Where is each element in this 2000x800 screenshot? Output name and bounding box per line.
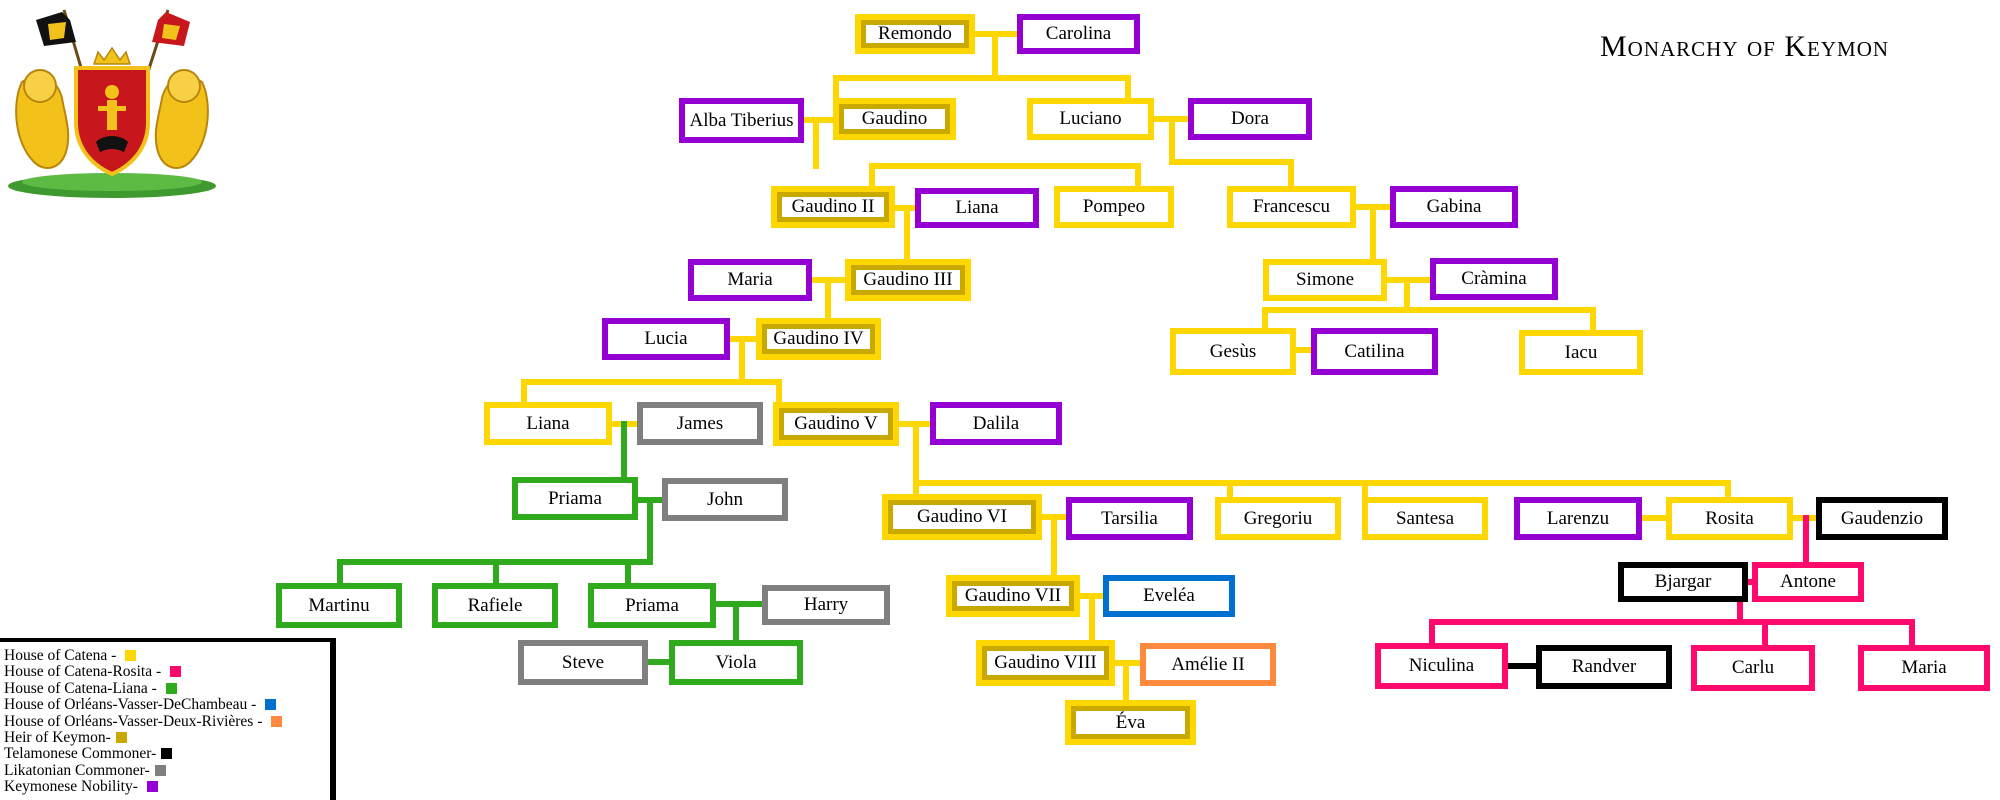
person-harry: Harry xyxy=(762,585,890,625)
person-liana-1: Liana xyxy=(915,188,1039,228)
person-santesa: Santesa xyxy=(1362,497,1488,540)
legend-item: House of Orléans-Vasser-Deux-Rivières - xyxy=(4,712,330,730)
legend-label: House of Orléans-Vasser-DeChambeau - xyxy=(4,696,261,714)
legend-item: House of Orléans-Vasser-DeChambeau - xyxy=(4,697,330,713)
legend-label: Heir of Keymon- xyxy=(4,729,111,747)
person-bjargar: Bjargar xyxy=(1618,562,1748,602)
person-evelea: Eveléa xyxy=(1103,575,1235,617)
legend-swatch xyxy=(154,764,166,776)
person-pompeo: Pompeo xyxy=(1054,186,1174,228)
person-gaudino-7: Gaudino VII xyxy=(946,575,1080,617)
person-lucia: Lucia xyxy=(602,318,730,360)
legend-swatch xyxy=(165,682,177,694)
person-iacu: Iacu xyxy=(1519,330,1643,375)
person-niculina: Niculina xyxy=(1375,643,1508,689)
person-luciano: Luciano xyxy=(1027,98,1154,140)
person-gaudino-8: Gaudino VIII xyxy=(976,640,1115,686)
coat-of-arms-icon xyxy=(8,9,216,198)
legend-label: House of Catena - xyxy=(4,647,121,664)
person-john: John xyxy=(662,478,788,521)
legend-swatch xyxy=(170,666,181,678)
legend: House of Catena - House of Catena-Rosita… xyxy=(0,638,336,800)
legend-item: Heir of Keymon- xyxy=(4,729,330,747)
legend-swatch xyxy=(265,699,277,711)
legend-item: House of Catena-Liana - xyxy=(4,679,330,697)
legend-label: Telamonese Commoner- xyxy=(4,745,157,763)
person-randver: Randver xyxy=(1536,645,1672,689)
person-tarsilia: Tarsilia xyxy=(1066,497,1193,540)
person-larenzu: Larenzu xyxy=(1514,497,1642,540)
person-carolina: Carolina xyxy=(1017,14,1140,54)
person-viola: Viola xyxy=(669,640,803,685)
legend-item: House of Catena - xyxy=(4,647,330,664)
person-maria-1: Maria xyxy=(688,259,812,301)
person-catilina: Catilina xyxy=(1311,328,1438,375)
person-gesus: Gesùs xyxy=(1170,328,1296,375)
person-priama-1: Priama xyxy=(512,477,638,520)
person-francescu: Francescu xyxy=(1227,186,1356,228)
person-dalila: Dalila xyxy=(930,402,1062,445)
legend-swatch xyxy=(115,732,127,744)
legend-label: Keymonese Nobility- xyxy=(4,778,142,796)
person-gregoriu: Gregoriu xyxy=(1215,497,1341,540)
coat-of-arms xyxy=(4,2,220,198)
person-alba: Alba Tiberius xyxy=(679,98,804,143)
person-gaudino-5: Gaudino V xyxy=(773,402,899,446)
person-remondo: Remondo xyxy=(855,14,975,54)
person-gaudino-2: Gaudino II xyxy=(771,186,895,228)
person-steve: Steve xyxy=(518,640,648,685)
legend-label: House of Catena-Rosita - xyxy=(4,663,165,681)
person-priama-2: Priama xyxy=(588,583,716,628)
page-title: Monarchy of Keymon xyxy=(1600,30,1890,63)
person-liana-2: Liana xyxy=(484,402,612,445)
legend-item: Likatonian Commoner- xyxy=(4,761,330,779)
person-dora: Dora xyxy=(1188,98,1312,140)
legend-swatch xyxy=(125,650,137,661)
legend-item: Telamonese Commoner- xyxy=(4,746,330,762)
legend-swatch xyxy=(146,781,158,793)
person-james: James xyxy=(637,402,763,445)
person-eva: Éva xyxy=(1065,700,1196,745)
person-simone: Simone xyxy=(1263,259,1387,301)
legend-swatch xyxy=(161,748,173,760)
person-amelie: Amélie II xyxy=(1140,643,1276,686)
person-gaudenzio: Gaudenzio xyxy=(1816,497,1948,540)
person-gabina: Gabina xyxy=(1390,186,1518,228)
person-rosita: Rosita xyxy=(1666,497,1793,540)
legend-label: House of Orléans-Vasser-Deux-Rivières - xyxy=(4,712,267,730)
legend-label: House of Catena-Liana - xyxy=(4,679,161,697)
person-carlu: Carlu xyxy=(1691,645,1815,691)
person-cramina: Cràmina xyxy=(1430,258,1558,300)
legend-label: Likatonian Commoner- xyxy=(4,761,150,779)
legend-item: House of Catena-Rosita - xyxy=(4,664,330,680)
person-maria-2: Maria xyxy=(1858,645,1990,691)
person-gaudino-1: Gaudino xyxy=(833,98,956,140)
person-rafiele: Rafiele xyxy=(432,583,558,628)
person-martinu: Martinu xyxy=(276,583,402,628)
person-antone: Antone xyxy=(1752,562,1864,602)
person-gaudino-4: Gaudino IV xyxy=(756,318,881,360)
legend-swatch xyxy=(271,715,283,727)
legend-item: Keymonese Nobility- xyxy=(4,779,330,795)
person-gaudino-6: Gaudino VI xyxy=(882,494,1042,540)
person-gaudino-3: Gaudino III xyxy=(845,259,971,301)
